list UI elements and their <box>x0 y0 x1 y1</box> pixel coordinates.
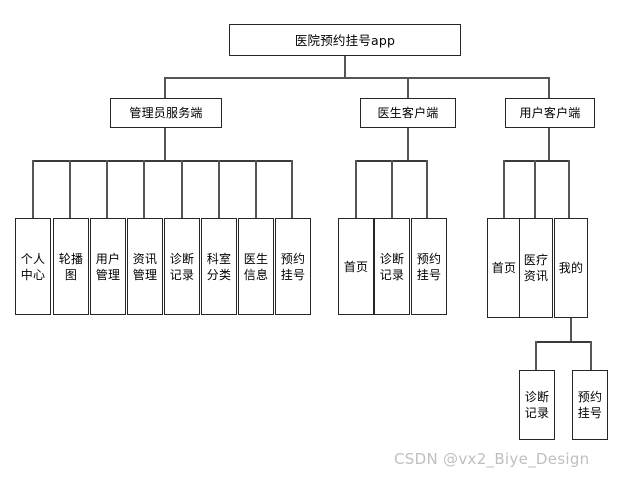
connector-user-drop <box>548 77 550 99</box>
branch-node-doctor: 医生客户端 <box>360 98 456 128</box>
connector-admin-leaf-1 <box>69 160 71 218</box>
leaf-node-user-1: 医疗资讯 <box>519 218 553 318</box>
leaf-node-doctor-1-label: 诊断记录 <box>379 251 405 282</box>
leaf-node-user-0: 首页 <box>487 218 521 318</box>
connector-admin-leaf-3 <box>143 160 145 218</box>
leaf-node-admin-7: 预约挂号 <box>275 218 311 315</box>
leaf-node-admin-0: 个人中心 <box>15 218 51 315</box>
leaf-node-user-my-0-label: 诊断记录 <box>524 390 550 420</box>
connector-user-leaf-2 <box>568 160 570 218</box>
connector-main-bus <box>164 77 550 79</box>
connector-user-leaf-1 <box>534 160 536 218</box>
connector-doctor-leaf-0 <box>355 160 357 218</box>
connector-doctor-leaf-1 <box>391 160 393 218</box>
leaf-node-admin-6-label: 医生信息 <box>243 251 269 282</box>
connector-user-my-stem <box>570 318 572 342</box>
connector-admin-leaf-6 <box>255 160 257 218</box>
leaf-node-admin-2-label: 用户管理 <box>95 251 121 282</box>
leaf-node-admin-4-label: 诊断记录 <box>169 251 195 282</box>
leaf-node-user-2-label: 我的 <box>558 261 584 275</box>
leaf-node-admin-1: 轮播图 <box>53 218 89 315</box>
branch-node-admin: 管理员服务端 <box>110 98 222 128</box>
leaf-node-user-2: 我的 <box>554 218 588 318</box>
connector-admin-bus <box>32 160 293 162</box>
branch-node-user-label: 用户客户端 <box>519 105 581 120</box>
connector-user-my-leaf-0 <box>535 341 537 370</box>
connector-root-drop <box>344 56 346 78</box>
root-node: 医院预约挂号app <box>229 24 461 56</box>
leaf-node-user-1-label: 医疗资讯 <box>523 253 549 283</box>
connector-user-my-bus <box>535 341 592 343</box>
leaf-node-admin-5: 科室分类 <box>201 218 237 315</box>
connector-user-stem <box>548 128 550 161</box>
connector-user-my-leaf-1 <box>590 341 592 370</box>
leaf-node-user-0-label: 首页 <box>491 261 517 275</box>
branch-node-doctor-label: 医生客户端 <box>377 105 439 120</box>
connector-doctor-stem <box>407 128 409 161</box>
leaf-node-admin-3: 资讯管理 <box>127 218 163 315</box>
leaf-node-admin-1-label: 轮播图 <box>58 251 84 282</box>
leaf-node-admin-0-label: 个人中心 <box>20 251 46 282</box>
watermark-text: CSDN @vx2_Biye_Design <box>394 450 590 468</box>
connector-doctor-drop <box>407 77 409 99</box>
leaf-node-user-my-1: 预约挂号 <box>572 370 608 440</box>
connector-admin-drop <box>164 77 166 99</box>
leaf-node-user-my-0: 诊断记录 <box>519 370 555 440</box>
connector-doctor-leaf-2 <box>426 160 428 218</box>
leaf-node-user-my-1-label: 预约挂号 <box>577 390 603 420</box>
leaf-node-admin-3-label: 资讯管理 <box>132 251 158 282</box>
branch-node-admin-label: 管理员服务端 <box>129 105 203 120</box>
connector-user-leaf-0 <box>503 160 505 218</box>
leaf-node-admin-4: 诊断记录 <box>164 218 200 315</box>
leaf-node-doctor-2-label: 预约挂号 <box>416 251 442 282</box>
leaf-node-doctor-1: 诊断记录 <box>374 218 410 315</box>
leaf-node-doctor-0: 首页 <box>338 218 374 315</box>
connector-admin-stem <box>164 128 166 161</box>
connector-user-bus <box>503 160 570 162</box>
leaf-node-admin-7-label: 预约挂号 <box>280 251 306 282</box>
connector-admin-leaf-4 <box>181 160 183 218</box>
leaf-node-admin-2: 用户管理 <box>90 218 126 315</box>
connector-admin-leaf-2 <box>106 160 108 218</box>
connector-admin-leaf-5 <box>218 160 220 218</box>
connector-admin-leaf-0 <box>32 160 34 218</box>
leaf-node-doctor-0-label: 首页 <box>343 259 369 274</box>
leaf-node-doctor-2: 预约挂号 <box>411 218 447 315</box>
leaf-node-admin-5-label: 科室分类 <box>206 251 232 282</box>
root-node-label: 医院预约挂号app <box>294 32 396 48</box>
connector-admin-leaf-7 <box>291 160 293 218</box>
branch-node-user: 用户客户端 <box>505 98 595 128</box>
leaf-node-admin-6: 医生信息 <box>238 218 274 315</box>
